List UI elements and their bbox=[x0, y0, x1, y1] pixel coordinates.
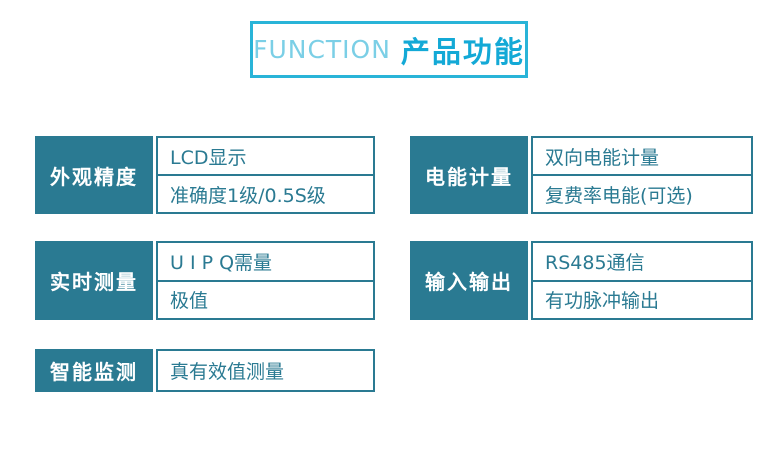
page-title-zh: 产品功能 bbox=[400, 34, 525, 69]
feature-items: 真有效值测量 bbox=[156, 349, 375, 392]
feature-block-appearance-accuracy: 外观精度 LCD显示 准确度1级/0.5S级 bbox=[35, 136, 375, 214]
feature-item: 极值 bbox=[158, 279, 373, 319]
feature-item: 有功脉冲输出 bbox=[533, 279, 751, 319]
feature-item: 真有效值测量 bbox=[170, 361, 285, 383]
feature-label: 实时测量 bbox=[35, 241, 153, 320]
feature-item: 复费率电能(可选) bbox=[533, 174, 751, 212]
page-title-en: FUNCTION bbox=[253, 35, 391, 64]
feature-label: 输入输出 bbox=[410, 241, 528, 320]
feature-items: RS485通信 有功脉冲输出 bbox=[531, 241, 753, 320]
feature-block-input-output: 输入输出 RS485通信 有功脉冲输出 bbox=[410, 241, 753, 320]
feature-item: 准确度1级/0.5S级 bbox=[158, 174, 373, 212]
feature-label: 智能监测 bbox=[35, 349, 153, 392]
page-title: FUNCTION 产品功能 bbox=[250, 21, 528, 78]
feature-label: 外观精度 bbox=[35, 136, 153, 214]
feature-item: 双向电能计量 bbox=[545, 146, 660, 169]
feature-item: RS485通信 bbox=[545, 251, 645, 274]
feature-block-realtime-measurement: 实时测量 U I P Q需量 极值 bbox=[35, 241, 375, 320]
feature-item: U I P Q需量 bbox=[170, 251, 273, 274]
feature-block-smart-monitoring: 智能监测 真有效值测量 bbox=[35, 349, 375, 392]
feature-items: U I P Q需量 极值 bbox=[156, 241, 375, 320]
feature-items: 双向电能计量 复费率电能(可选) bbox=[531, 136, 753, 214]
feature-block-energy-metering: 电能计量 双向电能计量 复费率电能(可选) bbox=[410, 136, 753, 214]
feature-label: 电能计量 bbox=[410, 136, 528, 214]
feature-item: LCD显示 bbox=[170, 146, 247, 169]
feature-items: LCD显示 准确度1级/0.5S级 bbox=[156, 136, 375, 214]
